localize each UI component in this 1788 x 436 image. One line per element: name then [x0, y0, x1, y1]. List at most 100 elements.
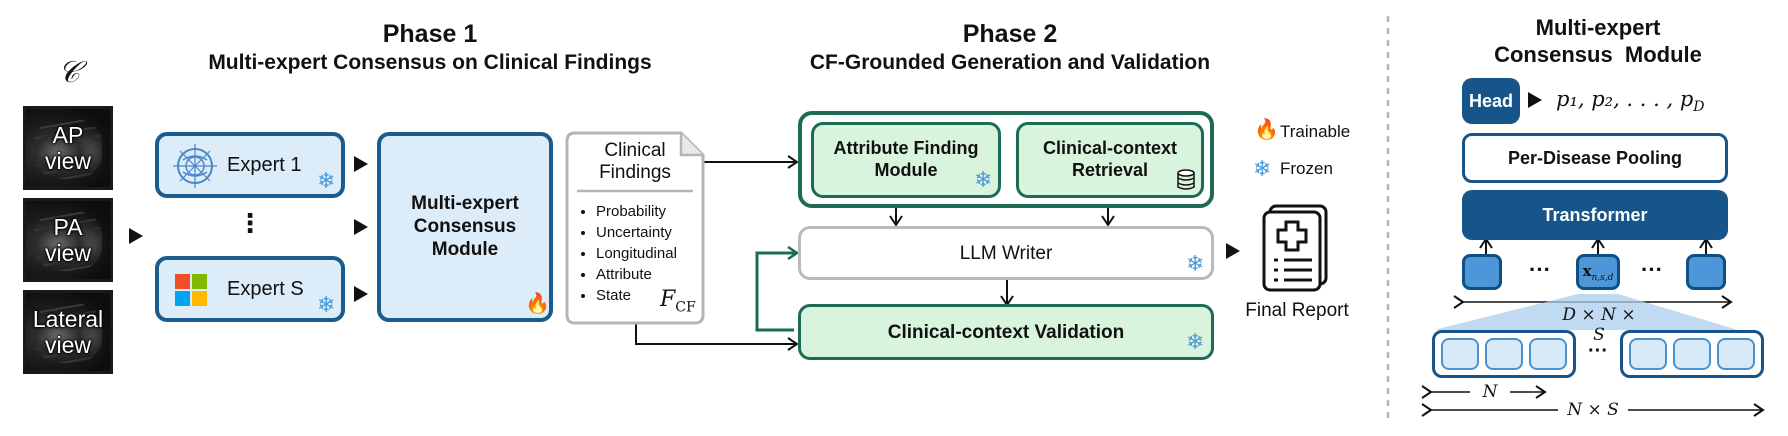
- token-middle-label: xn,s,d: [1579, 260, 1617, 289]
- consensus-line-1: Multi-expert: [411, 193, 519, 214]
- list-item: Longitudinal: [596, 243, 702, 264]
- consensus-module-label: Multi-expert Consensus Module: [381, 192, 549, 261]
- list-item: Uncertainty: [596, 222, 702, 243]
- consensus-line-3: Module: [431, 239, 499, 260]
- arrow-head-to-outputs: [1528, 92, 1542, 108]
- xray-ap-view: AP view: [23, 106, 113, 190]
- globe-network-icon: [173, 144, 217, 188]
- legend-trainable-label: Trainable: [1280, 122, 1351, 141]
- head-outputs-sub: D: [1693, 99, 1705, 116]
- head-block: Head: [1462, 78, 1520, 124]
- retrieval-label: Clinical-context Retrieval: [1019, 137, 1201, 181]
- arrow-views-to-experts: [129, 228, 143, 244]
- arrow-dots-to-consensus: [354, 219, 368, 235]
- windows-logo-icon: [175, 274, 207, 306]
- legend-frozen-label: Frozen: [1280, 159, 1333, 178]
- dim-n-label: N: [1470, 382, 1510, 402]
- transformer-block: Transformer: [1462, 190, 1728, 240]
- llm-writer-label: LLM Writer: [959, 243, 1053, 264]
- phase1-title: Phase 1: [382, 20, 478, 48]
- module-detail-title: Multi-expert Consensus Module: [1448, 14, 1748, 68]
- expansion-fan: [1434, 294, 1738, 330]
- frozen-icon: ❄: [1186, 329, 1205, 354]
- sub-token: [1673, 338, 1711, 370]
- findings-title-2: Findings: [599, 162, 671, 183]
- findings-list: Probability Uncertainty Longitudinal Att…: [582, 201, 702, 306]
- expert-token-group-1: [1432, 330, 1576, 378]
- consensus-module-box: Multi-expert Consensus Module 🔥: [377, 132, 553, 322]
- experts-ellipsis: ⋮: [237, 208, 263, 238]
- token-sub: n,s,d: [1591, 273, 1614, 283]
- report-document-icon: [1262, 204, 1328, 292]
- phase2-title: Phase 2: [962, 20, 1058, 48]
- xray-ap-label-1: AP: [52, 122, 84, 148]
- validation-label: Clinical-context Validation: [887, 322, 1125, 343]
- token-first: [1462, 254, 1502, 290]
- feedback-validation-to-llm: [755, 253, 796, 332]
- frozen-icon: ❄: [1186, 251, 1205, 276]
- llm-writer-box: LLM Writer ❄: [798, 226, 1214, 280]
- group-dots: ···: [1588, 340, 1608, 362]
- retrieval-line-2: Retrieval: [1071, 160, 1149, 180]
- findings-title-1: Clinical: [604, 140, 666, 161]
- database-icon: [1177, 169, 1195, 190]
- findings-symbol-main: F: [660, 287, 676, 312]
- sub-token: [1717, 338, 1755, 370]
- legend-trainable-icon: 🔥: [1254, 119, 1279, 141]
- sub-token: [1485, 338, 1523, 370]
- attribute-line-1: Attribute Finding: [833, 138, 979, 158]
- expert-1-box: Expert 1 ❄: [155, 132, 345, 198]
- dim-ns-label: N × S: [1558, 400, 1628, 420]
- retrieval-line-1: Clinical-context: [1042, 138, 1178, 158]
- dim-total-label: D × N × S: [1562, 305, 1636, 345]
- expert-token-group-s: [1620, 330, 1764, 378]
- line-findings-to-validation: [635, 322, 799, 351]
- attribute-line-2: Module: [874, 160, 938, 180]
- arrow-expert1-to-consensus: [354, 156, 368, 172]
- phase2-subtitle: CF-Grounded Generation and Validation: [809, 51, 1211, 74]
- frozen-icon: ❄: [317, 168, 336, 193]
- consensus-line-2: Consensus: [413, 216, 517, 237]
- pooling-label: Per-Disease Pooling: [1507, 148, 1683, 168]
- clinical-context-validation-box: Clinical-context Validation ❄: [798, 304, 1214, 360]
- input-set-symbol: 𝒞: [58, 55, 80, 90]
- token-last: [1686, 254, 1726, 290]
- list-item: Attribute: [596, 264, 702, 285]
- token-symbol: x: [1582, 262, 1592, 280]
- attribute-finding-label: Attribute Finding Module: [814, 137, 998, 181]
- xray-lateral-label-1: Lateral: [32, 306, 104, 332]
- xray-lateral-label-2: view: [44, 332, 91, 358]
- token-dots-left: ···: [1529, 257, 1551, 282]
- trainable-flame-icon: 🔥: [525, 293, 550, 315]
- expert-1-label: Expert 1: [227, 154, 302, 176]
- arrow-expertS-to-consensus: [354, 286, 368, 302]
- final-report-label: Final Report: [1245, 300, 1349, 321]
- legend-frozen-icon: ❄: [1253, 156, 1272, 181]
- head-outputs-main: p₁, p₂, . . . , p: [1556, 87, 1694, 111]
- token-middle: xn,s,d: [1576, 254, 1620, 290]
- xray-lateral-view: Lateral view: [23, 290, 113, 374]
- phase1-subtitle: Multi-expert Consensus on Clinical Findi…: [208, 51, 652, 74]
- xray-pa-view: PA view: [23, 198, 113, 282]
- frozen-icon: ❄: [317, 292, 336, 317]
- list-item: Probability: [596, 201, 702, 222]
- head-outputs: p₁, p₂, . . . , pD: [1556, 86, 1756, 120]
- sub-token: [1629, 338, 1667, 370]
- findings-title: Clinical Findings: [575, 140, 695, 184]
- expert-s-label: Expert S: [227, 278, 304, 300]
- xray-ap-label-2: view: [44, 148, 91, 174]
- per-disease-pooling-block: Per-Disease Pooling: [1462, 133, 1728, 183]
- module-title-1: Multi-expert: [1535, 15, 1661, 40]
- xray-pa-label-2: view: [44, 240, 91, 266]
- arrow-llm-to-report: [1226, 243, 1240, 259]
- expert-s-box: Expert S ❄: [155, 256, 345, 322]
- attribute-finding-module: Attribute Finding Module ❄: [811, 122, 1001, 198]
- list-item: State: [596, 285, 702, 306]
- sub-token: [1529, 338, 1567, 370]
- xray-pa-label-1: PA: [53, 214, 83, 240]
- module-title-2: Consensus Module: [1494, 42, 1702, 67]
- findings-symbol-sub: CF: [675, 299, 696, 316]
- token-dots-right: ···: [1641, 257, 1663, 282]
- findings-symbol: FCF: [660, 288, 704, 319]
